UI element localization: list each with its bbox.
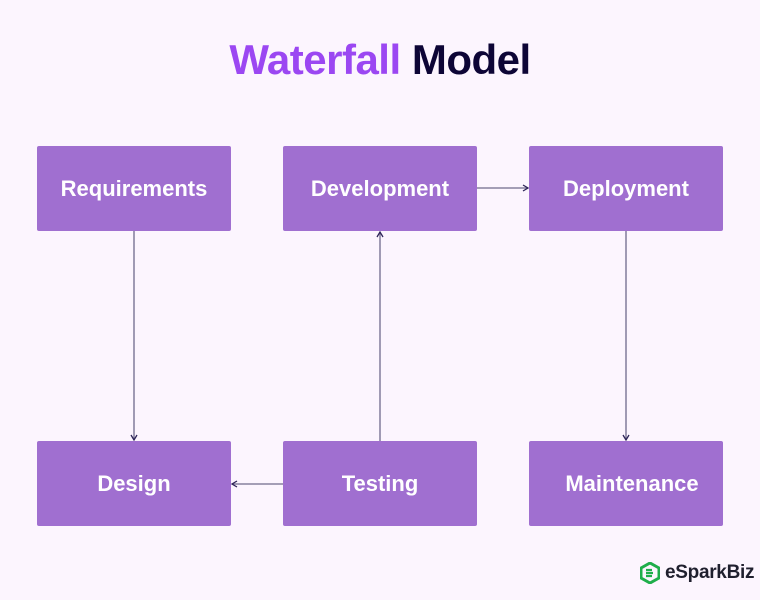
stage-requirements: Requirements [37, 146, 231, 231]
logo-text: eSparkBiz [665, 562, 755, 583]
stage-maintenance: Maintenance [529, 441, 723, 526]
stage-label: Development [310, 175, 450, 201]
stage-deployment: Deployment [529, 146, 723, 231]
title-word-model: Model [411, 36, 531, 83]
stage-label: Maintenance [565, 470, 699, 496]
brand-logo: eSparkBiz [640, 562, 754, 584]
stage-label: Testing [341, 470, 419, 496]
stage-label: Design [97, 470, 171, 496]
stage-design: Design [37, 441, 231, 526]
esparkbiz-logo-icon [640, 562, 660, 584]
stage-label: Deployment [563, 175, 689, 201]
stage-development: Development [283, 146, 477, 231]
title-word-waterfall: Waterfall [229, 36, 401, 83]
diagram-title: Waterfall Model [0, 36, 760, 84]
stage-label: Requirements [60, 175, 208, 201]
stage-testing: Testing [283, 441, 477, 526]
